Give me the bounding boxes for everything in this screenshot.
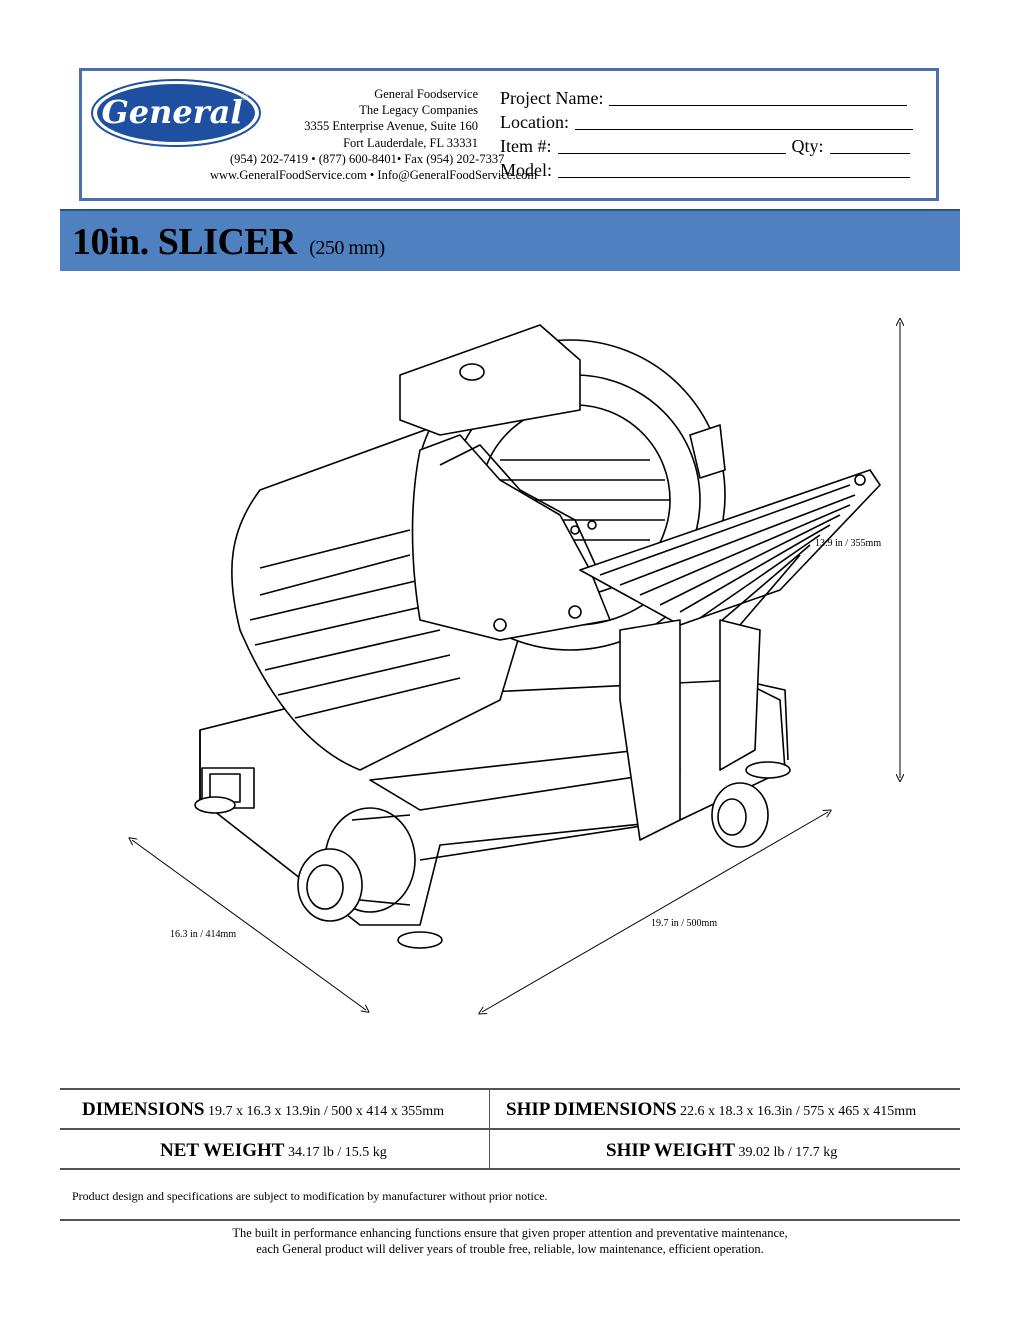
header-box	[79, 68, 939, 201]
item-label: Item #:	[500, 136, 552, 156]
company-group: The Legacy Companies	[359, 103, 478, 118]
slicer-illustration	[120, 300, 920, 1060]
company-city: Fort Lauderdale, FL 33331	[343, 135, 478, 150]
project-name-row: Project Name:	[500, 86, 924, 110]
logo-text: General	[101, 93, 242, 131]
dimensions-cell: DIMENSIONS 19.7 x 16.3 x 13.9in / 500 x …	[82, 1099, 444, 1121]
ship-weight-value: 39.02 lb / 17.7 kg	[738, 1145, 838, 1160]
dimensions-value: 19.7 x 16.3 x 13.9in / 500 x 414 x 355mm	[207, 1104, 445, 1119]
svg-text:®: ®	[240, 93, 249, 103]
qty-label: Qty:	[791, 136, 824, 156]
company-name: General Foodservice	[374, 87, 478, 101]
ship-weight-cell: SHIP WEIGHT 39.02 lb / 17.7 kg	[606, 1140, 837, 1162]
footer-line-2: each General product will deliver years …	[256, 1242, 764, 1256]
model-field[interactable]	[558, 159, 910, 178]
location-field[interactable]	[574, 111, 913, 130]
width-arrow	[482, 812, 828, 1012]
ship-weight-label: SHIP WEIGHT	[606, 1140, 736, 1161]
model-label: Model:	[500, 160, 552, 180]
item-row: Item #: Qty:	[500, 134, 924, 158]
company-web: www.GeneralFoodService.com • Info@Genera…	[210, 168, 538, 183]
title-sub: (250 mm)	[309, 237, 385, 259]
company-address: General Foodservice The Legacy Companies…	[210, 86, 537, 183]
company-phone: (954) 202-7419 • (877) 600-8401• Fax (95…	[230, 151, 505, 166]
depth-dimension-label: 16.3 in / 414mm	[170, 929, 237, 940]
model-row: Model:	[500, 158, 924, 182]
title-main: 10in. SLICER	[72, 221, 297, 263]
location-label: Location:	[500, 112, 569, 132]
height-dimension-label: 13.9 in / 355mm	[815, 538, 882, 549]
title-band	[60, 209, 960, 271]
width-dimension-label: 19.7 in / 500mm	[651, 918, 718, 929]
ship-dimensions-label: SHIP DIMENSIONS	[506, 1099, 677, 1120]
company-street: 3355 Enterprise Avenue, Suite 160	[304, 119, 478, 134]
qty-field[interactable]	[829, 135, 910, 154]
item-field[interactable]	[557, 135, 786, 154]
ship-dimensions-value: 22.6 x 18.3 x 16.3in / 575 x 465 x 415mm	[680, 1104, 917, 1119]
ship-dimensions-cell: SHIP DIMENSIONS 22.6 x 18.3 x 16.3in / 5…	[506, 1099, 916, 1121]
spec-divider	[60, 1128, 960, 1130]
location-row: Location:	[500, 110, 924, 134]
net-weight-value: 34.17 lb / 15.5 kg	[287, 1145, 387, 1160]
dimensions-label: DIMENSIONS	[82, 1099, 205, 1120]
footer-text: The built in performance enhancing funct…	[60, 1225, 960, 1257]
project-name-field[interactable]	[609, 87, 908, 106]
project-name-label: Project Name:	[500, 88, 604, 108]
modification-notice: Product design and specifications are su…	[72, 1189, 548, 1203]
footer-rule	[60, 1219, 960, 1221]
depth-arrow	[132, 840, 366, 1010]
footer-line-1: The built in performance enhancing funct…	[232, 1226, 788, 1240]
page-title: 10in. SLICER (250 mm)	[72, 220, 385, 264]
net-weight-label: NET WEIGHT	[160, 1140, 285, 1161]
project-form: Project Name: Location: Item #: Qty: Mod…	[500, 86, 924, 182]
spec-column-divider	[489, 1088, 490, 1170]
spec-table	[60, 1088, 960, 1170]
net-weight-cell: NET WEIGHT 34.17 lb / 15.5 kg	[160, 1140, 387, 1162]
general-logo: General ®	[91, 79, 261, 147]
